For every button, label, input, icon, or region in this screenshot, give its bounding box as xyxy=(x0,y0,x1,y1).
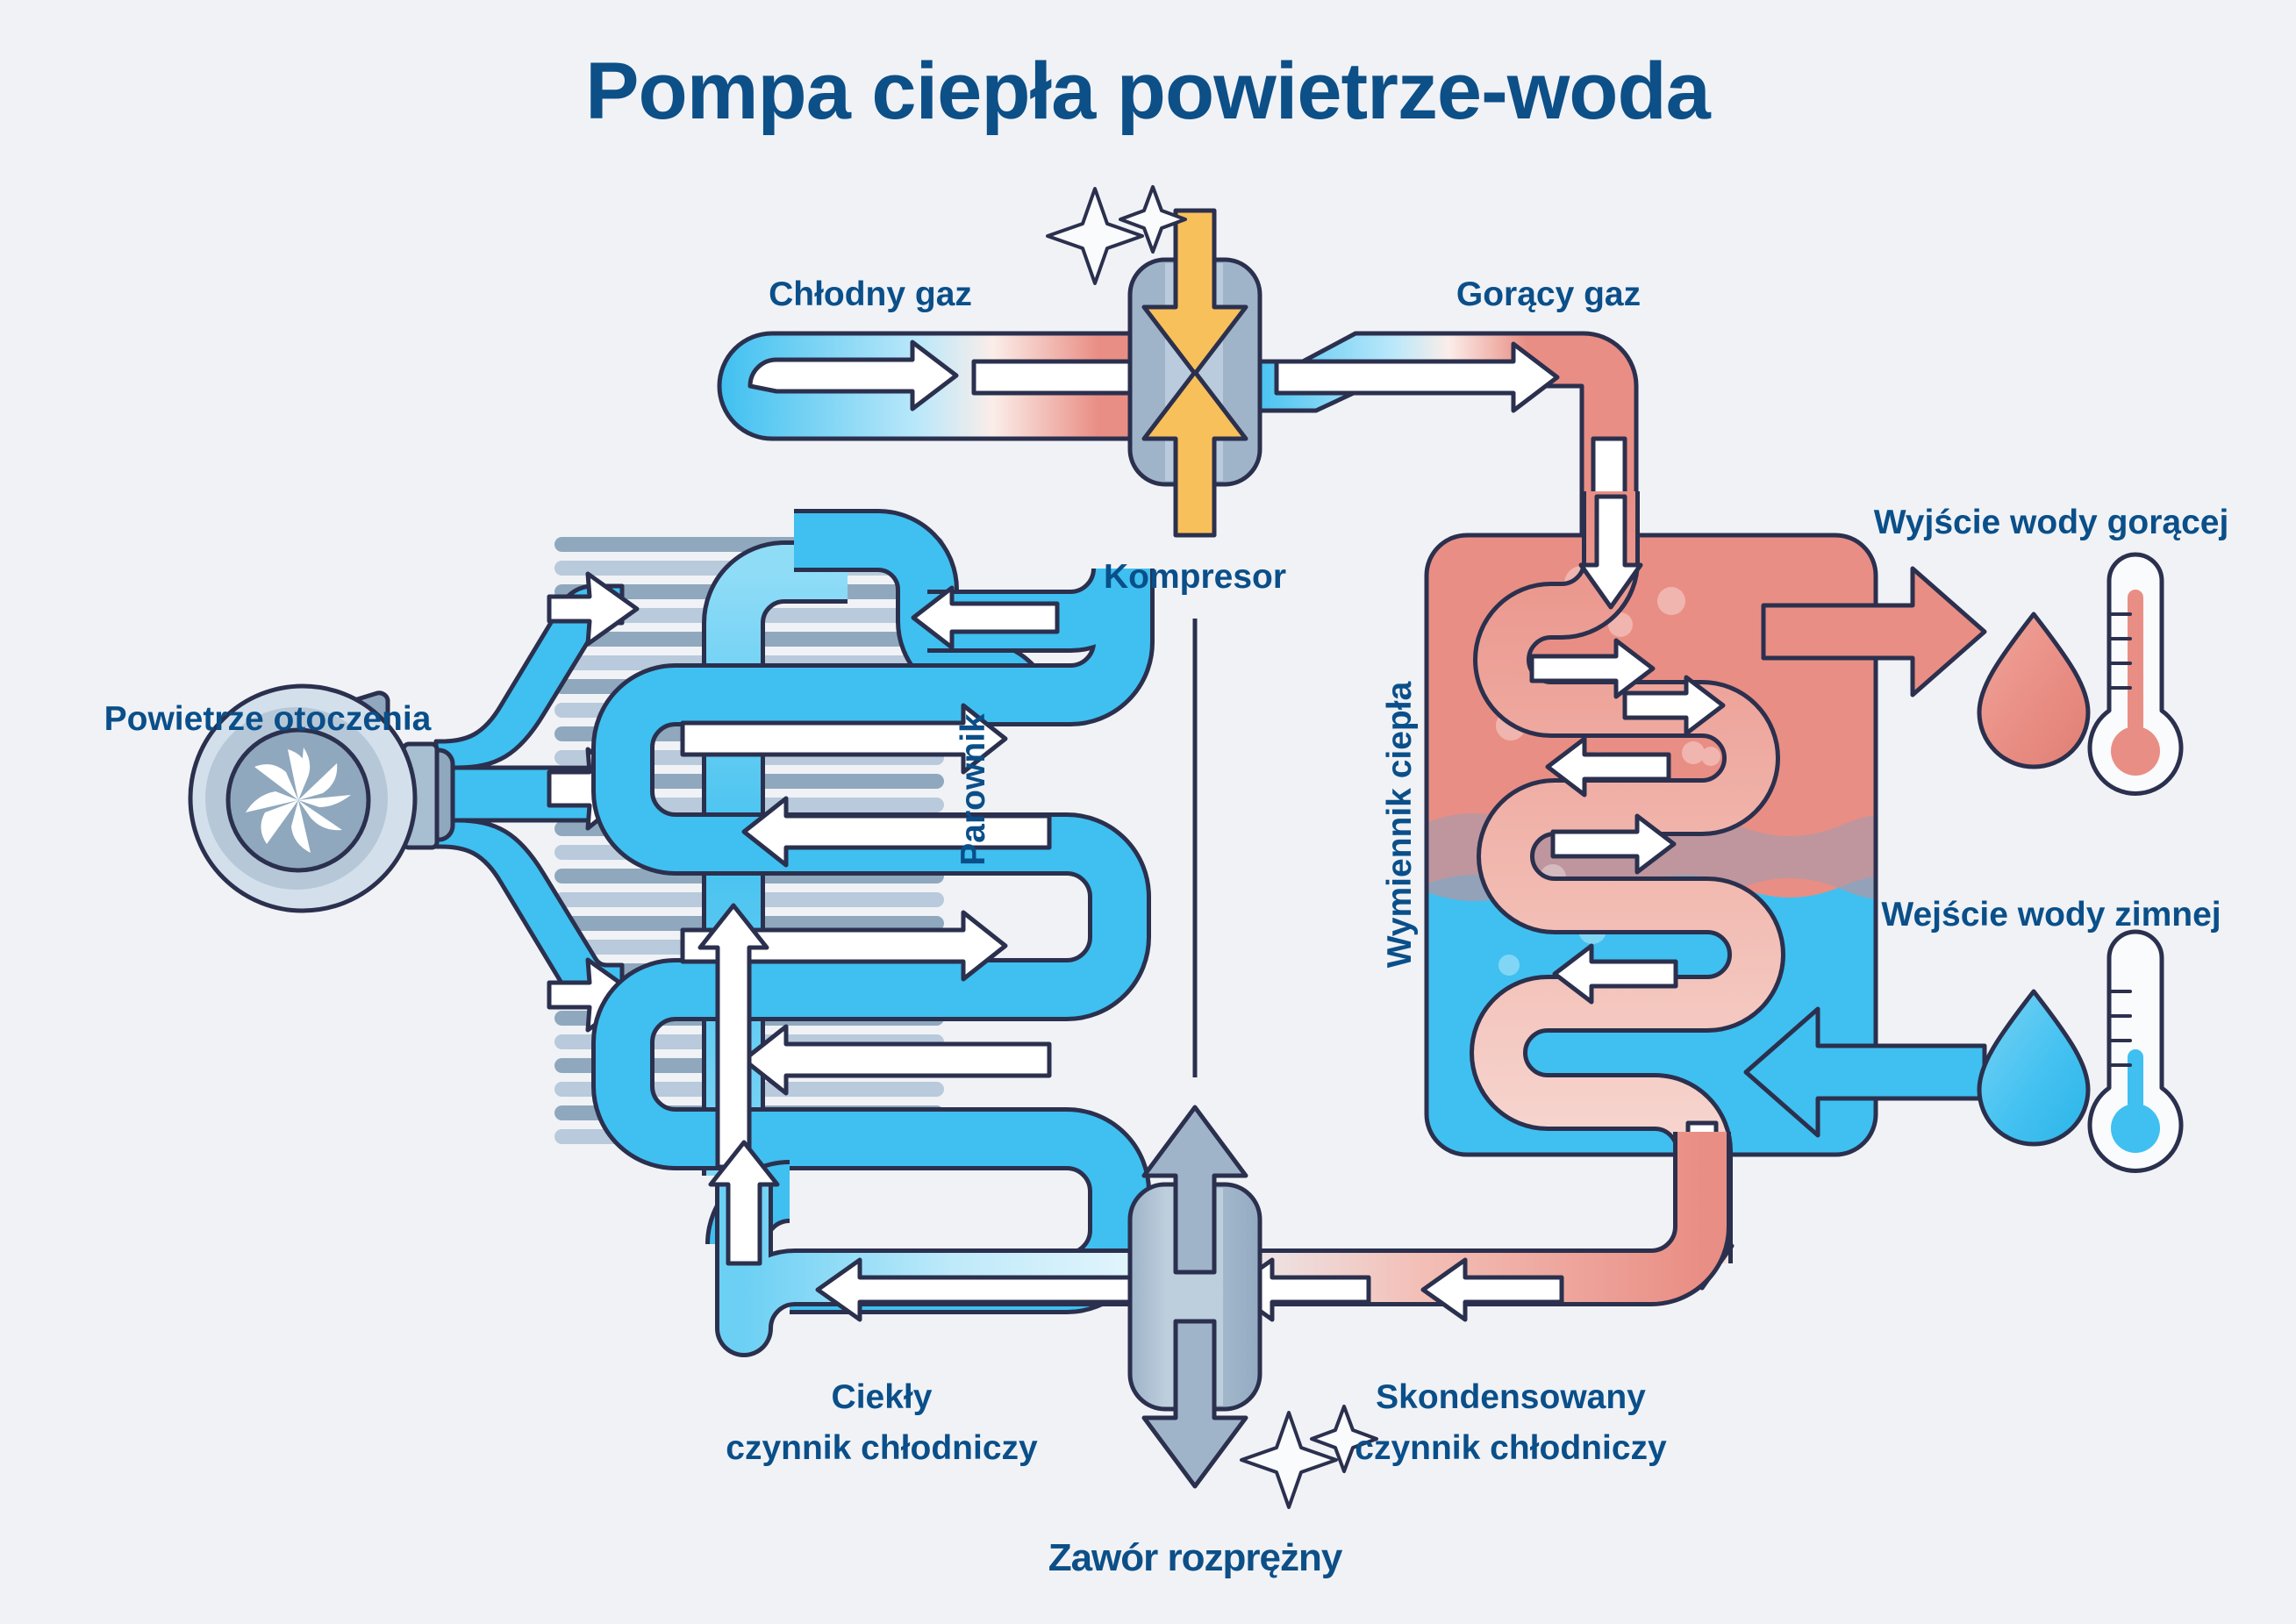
ambient-air-flow xyxy=(429,571,640,1033)
condensed-refrigerant-label-line2: czynnik chłodniczy xyxy=(1355,1429,1667,1467)
hot-water-outlet-flow xyxy=(1761,566,1987,698)
cold-water-inlet-label: Wejście wody zimnej xyxy=(1881,896,2221,934)
expansion-valve-icon xyxy=(1127,1105,1378,1509)
cold-gas-label: Chłodny gaz xyxy=(769,275,972,313)
compressor-bottom-arrow-icon xyxy=(1141,369,1248,538)
condensed-refrigerant-label-line1: Skondensowany xyxy=(1376,1378,1646,1416)
heat-exchanger-label: Wymiennik ciepła xyxy=(1381,681,1419,968)
evaporator-label: Parownik xyxy=(955,713,992,866)
sparkle-icon xyxy=(1046,185,1187,285)
hot-thermometer-icon xyxy=(2087,552,2184,796)
compressor-icon: Kompresor xyxy=(1046,185,1286,596)
evaporator-coil xyxy=(591,509,1155,1314)
sparkle-icon xyxy=(1240,1405,1378,1509)
hot-water-outlet-label: Wyjście wody gorącej xyxy=(1874,504,2229,541)
cold-water-inlet-flow xyxy=(1743,1006,1987,1138)
cold-thermometer-icon xyxy=(2087,929,2184,1173)
hot-gas-label: Gorący gaz xyxy=(1456,275,1641,313)
hot-water-droplet-icon xyxy=(1977,612,2091,769)
valve-top-arrow-icon xyxy=(1141,1105,1248,1275)
fan-icon xyxy=(188,683,455,913)
page-title: Pompa ciepła powietrze-woda xyxy=(585,47,1712,136)
liquid-refrigerant-label-line2: czynnik chłodniczy xyxy=(726,1429,1038,1467)
valve-bottom-arrow-icon xyxy=(1141,1319,1248,1489)
ambient-air-label: Powietrze otoczenia xyxy=(104,700,432,738)
expansion-valve-label: Zawór rozprężny xyxy=(1048,1536,1343,1579)
cold-water-droplet-icon xyxy=(1977,989,2091,1147)
compressor-top-arrow-icon xyxy=(1141,208,1248,376)
gas-pipe-top xyxy=(717,331,1645,610)
compressor-label: Kompresor xyxy=(1104,558,1286,596)
liquid-refrigerant-label-line1: Ciekły xyxy=(832,1378,933,1416)
